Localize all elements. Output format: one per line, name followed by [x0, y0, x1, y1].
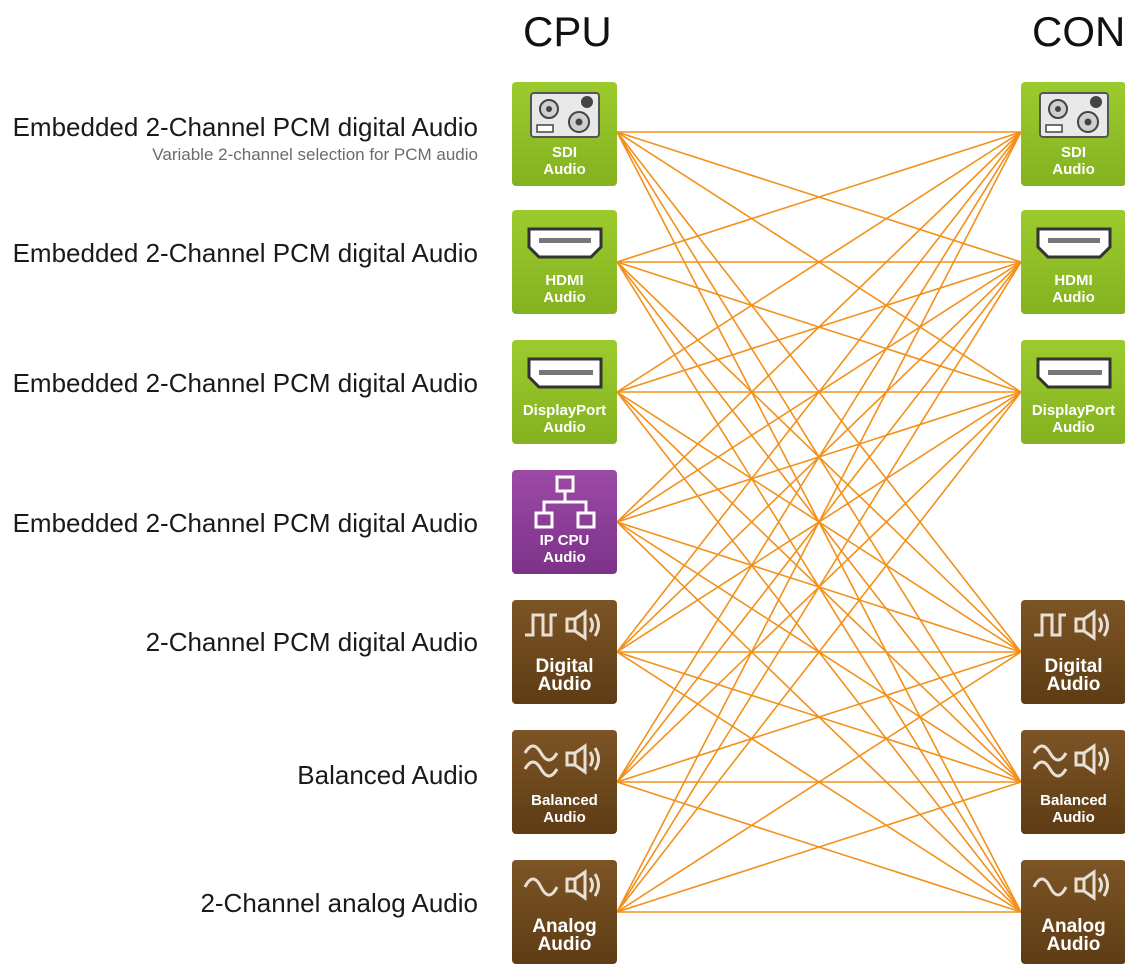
row-label-5: Balanced Audio — [297, 760, 478, 790]
tile-caption-2: Audio — [1046, 674, 1101, 695]
tile-caption-2: Audio — [1046, 934, 1101, 955]
balanced-audio-icon — [1021, 734, 1125, 784]
tile-caption-1: IP CPU — [539, 532, 590, 549]
row-label-text: Embedded 2-Channel PCM digital Audio — [12, 368, 478, 398]
digital-audio-icon — [512, 606, 617, 644]
tile-caption-1: HDMI — [1054, 272, 1093, 289]
tile-caption-2: Audio — [1052, 419, 1095, 436]
displayport-connector-icon — [1021, 348, 1125, 398]
row-label-1: Embedded 2-Channel PCM digital Audio — [13, 238, 478, 268]
tile-caption-2: Audio — [543, 549, 586, 566]
row-label-text: 2-Channel PCM digital Audio — [145, 627, 478, 657]
row-label-4: 2-Channel PCM digital Audio — [146, 627, 478, 657]
tile-caption-2: Audio — [543, 289, 586, 306]
hdmi-connector-icon — [512, 218, 617, 268]
row-label-text: Embedded 2-Channel PCM digital Audio — [12, 508, 478, 538]
tile-caption-1: SDI — [551, 144, 577, 161]
connection-line — [616, 131, 1022, 393]
tile-caption-1: Digital — [1044, 656, 1103, 677]
tile-caption-1: SDI — [1060, 144, 1086, 161]
row-label-text: Embedded 2-Channel PCM digital Audio — [12, 112, 478, 142]
connection-line — [616, 131, 1022, 913]
displayport-connector-icon — [512, 348, 617, 398]
connection-line — [616, 781, 1022, 913]
connection-line — [616, 651, 1022, 783]
row-label-text: 2-Channel analog Audio — [200, 888, 478, 918]
connection-line — [616, 131, 1022, 653]
tile-caption-2: Audio — [543, 161, 586, 178]
connection-line — [616, 391, 1022, 913]
row-label-3: Embedded 2-Channel PCM digital Audio — [13, 508, 478, 538]
tile-caption-2: Audio — [543, 419, 586, 436]
cpu-header: CPU — [523, 8, 612, 55]
sdi-connector-icon — [1021, 90, 1125, 140]
network-icon — [512, 475, 617, 529]
tile-caption-1: Analog — [532, 916, 597, 937]
row-label-text: Embedded 2-Channel PCM digital Audio — [12, 238, 478, 268]
row-sublabel: Variable 2-channel selection for PCM aud… — [152, 145, 478, 164]
tile-caption-2: Audio — [1052, 809, 1095, 826]
row-label-0: Embedded 2-Channel PCM digital Audio Var… — [13, 112, 478, 166]
analog-audio-icon — [1021, 866, 1125, 904]
sdi-connector-icon — [512, 90, 617, 140]
row-label-text: Balanced Audio — [297, 760, 478, 790]
tile-caption-2: Audio — [537, 674, 592, 695]
tile-caption-1: Analog — [1041, 916, 1106, 937]
row-label-6: 2-Channel analog Audio — [200, 888, 478, 918]
connection-line — [616, 131, 1022, 263]
tile-caption-1: Balanced — [1040, 792, 1107, 809]
tile-caption-1: DisplayPort — [522, 402, 607, 419]
connection-line — [616, 131, 1022, 783]
balanced-audio-icon — [512, 734, 617, 784]
tile-caption-2: Audio — [543, 809, 586, 826]
hdmi-connector-icon — [1021, 218, 1125, 268]
analog-audio-icon — [512, 866, 617, 904]
digital-audio-icon — [1021, 606, 1125, 644]
tile-caption-2: Audio — [1052, 161, 1095, 178]
connection-line — [616, 131, 1022, 523]
connection-line — [616, 651, 1022, 913]
tile-caption-1: Balanced — [531, 792, 598, 809]
tile-caption-2: Audio — [1052, 289, 1095, 306]
tile-caption-2: Audio — [537, 934, 592, 955]
tile-caption-1: DisplayPort — [1031, 402, 1116, 419]
tile-caption-1: Digital — [535, 656, 594, 677]
connection-line — [616, 261, 1022, 913]
con-header: CON — [1032, 8, 1125, 55]
row-label-2: Embedded 2-Channel PCM digital Audio — [13, 368, 478, 398]
tile-caption-1: HDMI — [545, 272, 584, 289]
